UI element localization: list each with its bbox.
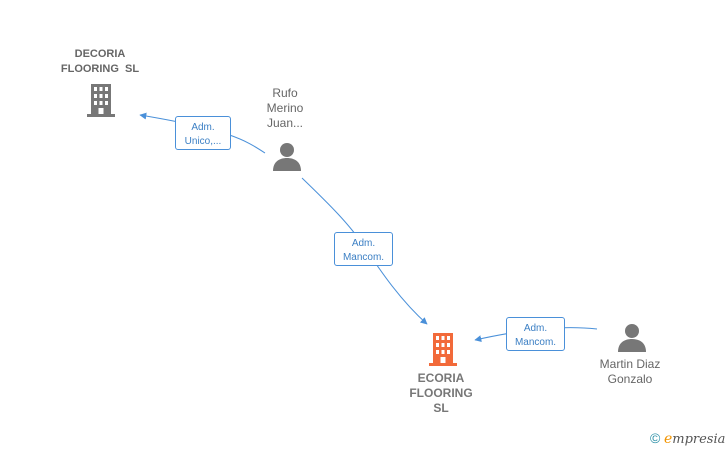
person-name-line: Merino [266, 101, 304, 115]
person-icon [618, 324, 646, 352]
company-name-line: SL [433, 401, 449, 415]
person-label-martin[interactable]: Martin Diaz Gonzalo [585, 357, 675, 387]
edge-label-line: Adm. [523, 323, 548, 334]
person-icon [273, 143, 301, 171]
person-name-line: Martin Diaz [599, 357, 661, 371]
person-name-line: Juan... [266, 116, 304, 130]
company-name-line: FLOORING SL [60, 63, 140, 75]
person-label-rufo[interactable]: Rufo Merino Juan... [245, 86, 325, 131]
edge-label-line: Mancom. [342, 252, 385, 263]
edge-label-rufo-decoria[interactable]: Adm. Unico,... [175, 116, 231, 150]
decoria-building-shape [87, 84, 115, 117]
company-name-line: ECORIA [417, 371, 465, 385]
copyright-icon: © [650, 430, 661, 446]
edge-label-rufo-ecoria[interactable]: Adm. Mancom. [334, 232, 393, 266]
building-icon [87, 84, 115, 117]
company-name-line: DECORIA [74, 48, 126, 60]
building-icon [429, 333, 457, 366]
ecoria-building-shape [429, 333, 457, 366]
company-label-decoria[interactable]: DECORIA FLOORING SL [40, 47, 160, 77]
person-name-line: Gonzalo [607, 372, 653, 386]
company-name-line: FLOORING [409, 386, 473, 400]
edge-label-line: Adm. [191, 122, 215, 133]
edge-label-martin-ecoria[interactable]: Adm. Mancom. [506, 317, 565, 351]
person-name-line: Rufo [272, 86, 298, 100]
logo-letter: e [663, 431, 673, 447]
empresia-logo: © empresia [650, 430, 725, 447]
edge-label-line: Mancom. [514, 337, 557, 348]
edge-label-line: Unico,... [184, 136, 222, 147]
logo-text: mpresia [672, 432, 726, 447]
company-label-ecoria[interactable]: ECORIA FLOORING SL [386, 371, 496, 416]
edge-label-line: Adm. [351, 238, 376, 249]
